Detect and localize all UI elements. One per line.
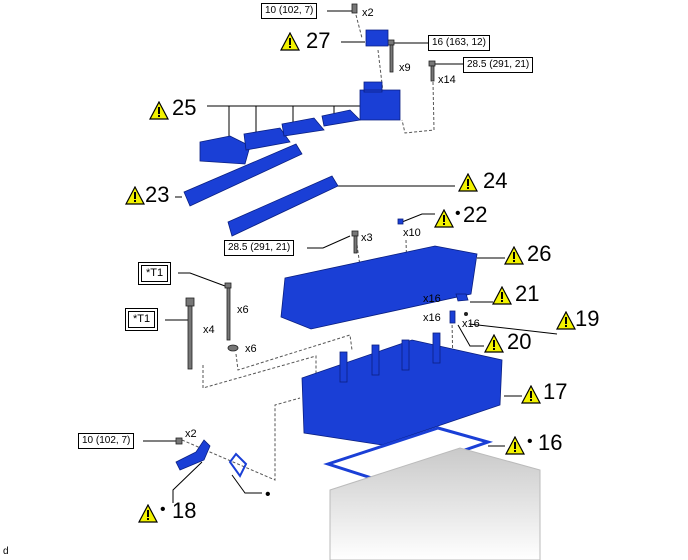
qty-part-21: x16 <box>423 293 441 305</box>
new-part-bullet: • <box>160 501 166 518</box>
warning-icon <box>505 436 525 455</box>
tool-ref-box: *T1 <box>138 262 172 285</box>
torque-spec-top-bolt: 10 (102, 7) <box>261 3 318 19</box>
callout-16: 16 <box>538 430 563 455</box>
tool-ref-box: *T1 <box>125 308 159 331</box>
engine-block <box>329 447 541 560</box>
warning-icon <box>556 311 576 330</box>
callout-21: 21 <box>515 281 540 306</box>
qty-head-bolt: x4 <box>203 324 215 336</box>
gasket-new-part-bullet: • <box>265 486 271 503</box>
warning-icon <box>280 32 300 51</box>
warning-icon <box>521 385 541 404</box>
callout-24: 24 <box>483 168 508 193</box>
callout-18: 18 <box>172 498 197 523</box>
warning-icon <box>458 173 478 192</box>
new-part-bullet: • <box>527 433 533 450</box>
bolts <box>175 3 436 445</box>
callout-20: 20 <box>507 329 532 354</box>
torque-spec-water-outlet-bolt: 10 (102, 7) <box>78 433 135 449</box>
warning-icon <box>504 246 524 265</box>
warning-icon <box>138 504 158 523</box>
warning-icon <box>434 209 454 228</box>
callout-19: 19 <box>575 306 600 331</box>
head-gasket <box>323 426 494 482</box>
qty-cover-bolt: x3 <box>361 232 373 244</box>
callout-25: 25 <box>172 95 197 120</box>
qty-cam-cap-bolt: x14 <box>438 74 456 86</box>
callout-23: 23 <box>145 182 170 207</box>
leader-lines <box>143 10 558 503</box>
qty-cam-housing-bolt: x9 <box>399 62 411 74</box>
warning-icon <box>149 101 169 120</box>
callout-17: 17 <box>543 379 568 404</box>
qty-part-20: x16 <box>423 312 441 324</box>
qty-plug: x10 <box>403 227 421 239</box>
new-part-bullet: • <box>455 205 461 222</box>
warning-icon <box>484 334 504 353</box>
small-parts <box>464 312 468 316</box>
callout-27: 27 <box>306 28 331 53</box>
warning-icon <box>492 286 512 305</box>
qty-water-outlet-bolt: x2 <box>185 428 197 440</box>
callout-26: 26 <box>527 241 552 266</box>
tool-ref-label: *T1 <box>128 311 156 328</box>
warning-icon <box>125 186 145 205</box>
torque-spec-cover-bolt: 28.5 (291, 21) <box>224 240 295 256</box>
qty-part-19: x16 <box>462 318 480 330</box>
qty-washer: x6 <box>245 343 257 355</box>
torque-spec-cam-cap-bolt: 28.5 (291, 21) <box>463 57 534 73</box>
qty-washer-bolt: x6 <box>237 304 249 316</box>
torque-spec-cam-housing-bolt: 16 (163, 12) <box>428 35 490 51</box>
figure-code: d <box>3 546 9 557</box>
callout-22: 22 <box>463 202 488 227</box>
blue-parts <box>175 29 503 478</box>
tool-ref-label: *T1 <box>141 265 169 282</box>
qty-top-bolt: x2 <box>362 7 374 19</box>
